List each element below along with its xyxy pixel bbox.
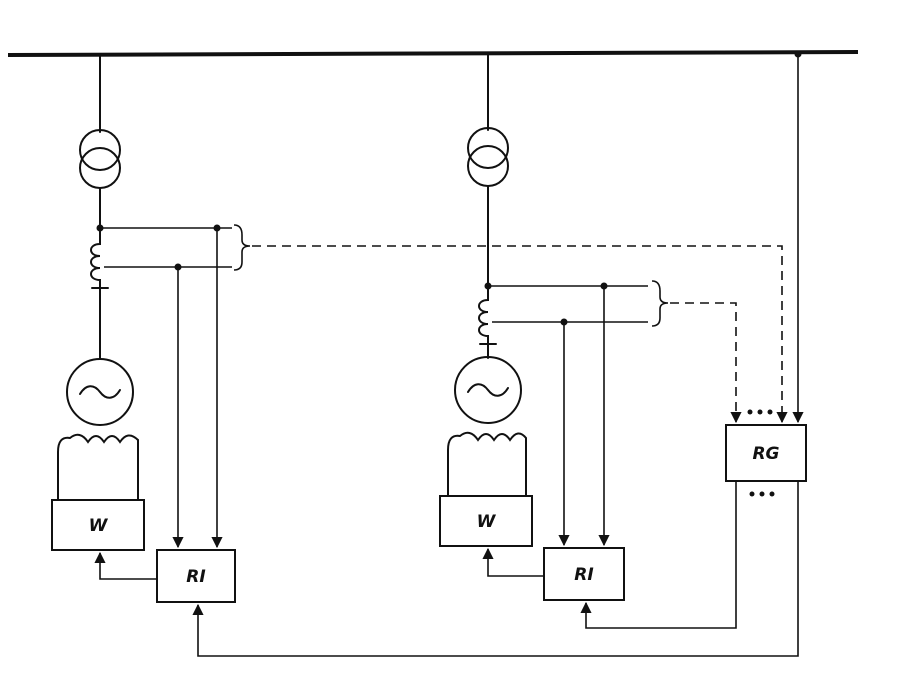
right-relay-to-regulator-line: [482, 547, 544, 577]
left-measure-brace: [233, 224, 251, 271]
group-relay-to-left-relay-line: [192, 481, 799, 657]
right-transformer-icon: [467, 127, 509, 187]
left-regulator-box: W: [51, 499, 145, 551]
group-relay-output-dots: [749, 491, 775, 497]
right-regulator-box: W: [439, 495, 533, 547]
left-generator-icon: [66, 358, 134, 426]
group-relay-box: [725, 424, 807, 482]
group-relay-label: RG: [752, 444, 779, 464]
right-generator-icon: [454, 356, 522, 424]
right-excitation-winding-icon: [447, 431, 527, 497]
right-relay-label: RI: [574, 565, 593, 585]
right-measure-brace: [651, 280, 669, 327]
left-measure-to-group-relay-line: [252, 245, 788, 424]
left-relay-to-regulator-line: [94, 551, 157, 580]
right-unit: W RI: [439, 54, 669, 601]
left-transformer-icon: [79, 129, 121, 189]
left-unit: W RI: [51, 54, 251, 603]
right-regulator-label: W: [477, 512, 497, 532]
left-regulator-label: W: [89, 516, 109, 536]
left-current-transformer-icon: [90, 227, 109, 289]
right-relay-box: RI: [543, 547, 625, 601]
group-relay-input-dots: [747, 409, 773, 415]
left-relay-box: RI: [156, 549, 236, 603]
group-relay-to-right-relay-line: [580, 481, 737, 629]
group-relay: RG: [192, 50, 807, 657]
right-current-transformer-icon: [478, 285, 497, 345]
left-relay-label: RI: [186, 567, 205, 587]
right-measure-to-group-relay-line: [670, 302, 742, 424]
main-busbar: [7, 50, 859, 57]
left-excitation-winding-icon: [57, 433, 139, 501]
